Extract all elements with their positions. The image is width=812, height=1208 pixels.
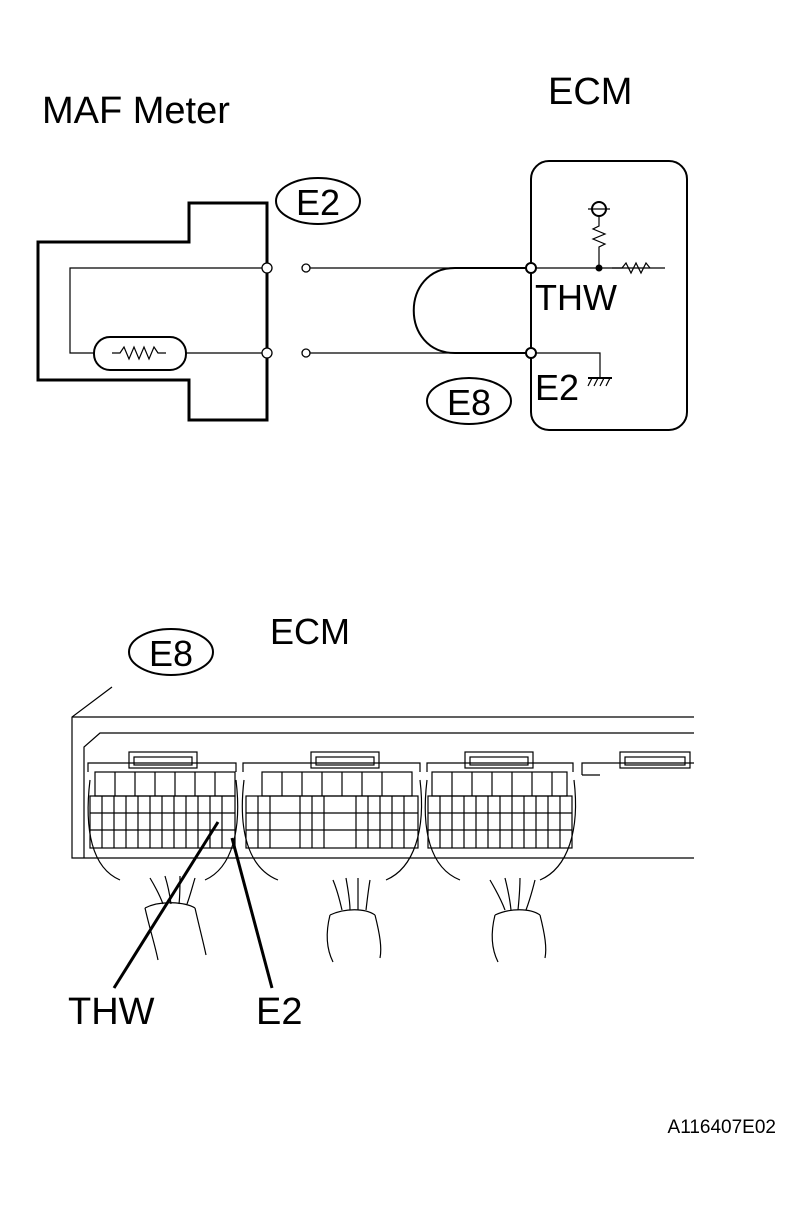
connector-block-4 <box>581 751 694 776</box>
sensor-resistor-icon <box>112 345 166 361</box>
connector-badge-e8-top <box>426 377 512 425</box>
ecm-label-top: ECM <box>548 71 632 113</box>
thw-terminal-label: THW <box>535 277 617 318</box>
wire-harness-1 <box>144 875 207 961</box>
ecm-label-bottom: ECM <box>270 611 350 652</box>
connector-e8-bottom-label: E8 <box>149 633 193 674</box>
figure-code: A116407E02 <box>668 1117 776 1138</box>
thw-leader-line <box>112 821 220 989</box>
jumper-wire <box>412 267 530 354</box>
maf-terminal-lower <box>261 347 273 359</box>
ecm-ground-wire <box>536 352 601 378</box>
input-resistor-icon <box>612 261 651 275</box>
maf-meter-label: MAF Meter <box>42 90 230 132</box>
maf-internal-wire <box>69 267 267 354</box>
connector-block-3 <box>424 751 577 881</box>
connector-e8-top-label: E8 <box>447 382 491 423</box>
connector-e2-label: E2 <box>296 182 340 223</box>
maf-terminal-upper <box>261 262 273 274</box>
ecm-terminal-thw <box>525 262 537 274</box>
harness-terminal-lower <box>301 348 311 358</box>
ground-hatch <box>587 377 611 387</box>
thw-pointer-label: THW <box>68 991 155 1033</box>
connector-badge-e8-bottom <box>128 628 214 676</box>
ecm-housing <box>71 686 694 859</box>
harness-terminal-upper <box>301 263 311 273</box>
wire-harness-3 <box>489 877 547 963</box>
ecm-terminal-e2 <box>525 347 537 359</box>
maf-meter-body <box>36 201 269 422</box>
ecm-box <box>530 160 688 431</box>
connector-block-2 <box>241 751 423 881</box>
e2-terminal-label: E2 <box>535 367 579 408</box>
e2-pointer-label: E2 <box>256 991 302 1033</box>
pullup-resistor-icon <box>591 216 607 268</box>
connector-block-1 <box>87 751 239 881</box>
connector-badge-e2 <box>275 177 361 225</box>
e2-leader-line <box>230 837 274 989</box>
wire-harness-2 <box>326 877 382 963</box>
intake-air-temp-sensor <box>93 336 187 371</box>
